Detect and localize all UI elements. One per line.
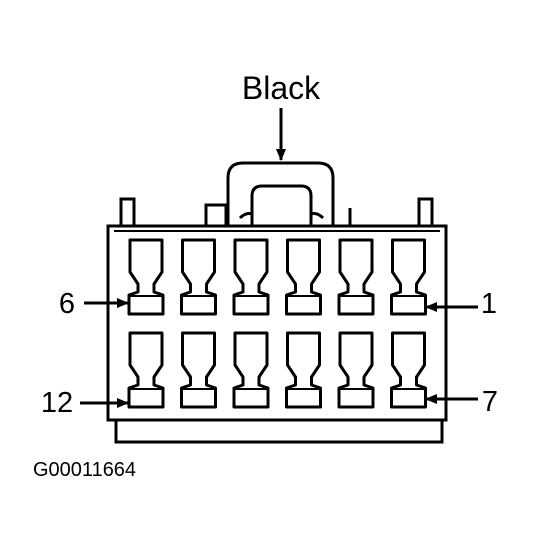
cavity-grid [127, 238, 427, 409]
cavity-terminal [285, 238, 322, 316]
cavity-terminal [390, 238, 427, 316]
cavity-terminal [127, 238, 165, 316]
pin-label-1: 1 [481, 288, 497, 320]
cavity-terminal [337, 238, 375, 316]
pin-label-6: 6 [59, 288, 75, 320]
cavity-terminal [232, 331, 270, 409]
cavity-terminal [337, 331, 375, 409]
connector-base-plate [114, 418, 444, 444]
cavity-terminal [180, 238, 217, 316]
cavity-terminal [180, 331, 217, 409]
figure-code: G00011664 [33, 459, 136, 481]
cavity-terminal [285, 331, 322, 409]
cavity-terminal [390, 331, 427, 409]
cavity-terminal [127, 331, 165, 409]
connector-latch [226, 161, 335, 226]
connector-color-label: Black [242, 70, 321, 106]
pin-label-12: 12 [41, 387, 73, 419]
pin-label-7: 7 [482, 386, 498, 418]
cavity-terminal [232, 238, 270, 316]
